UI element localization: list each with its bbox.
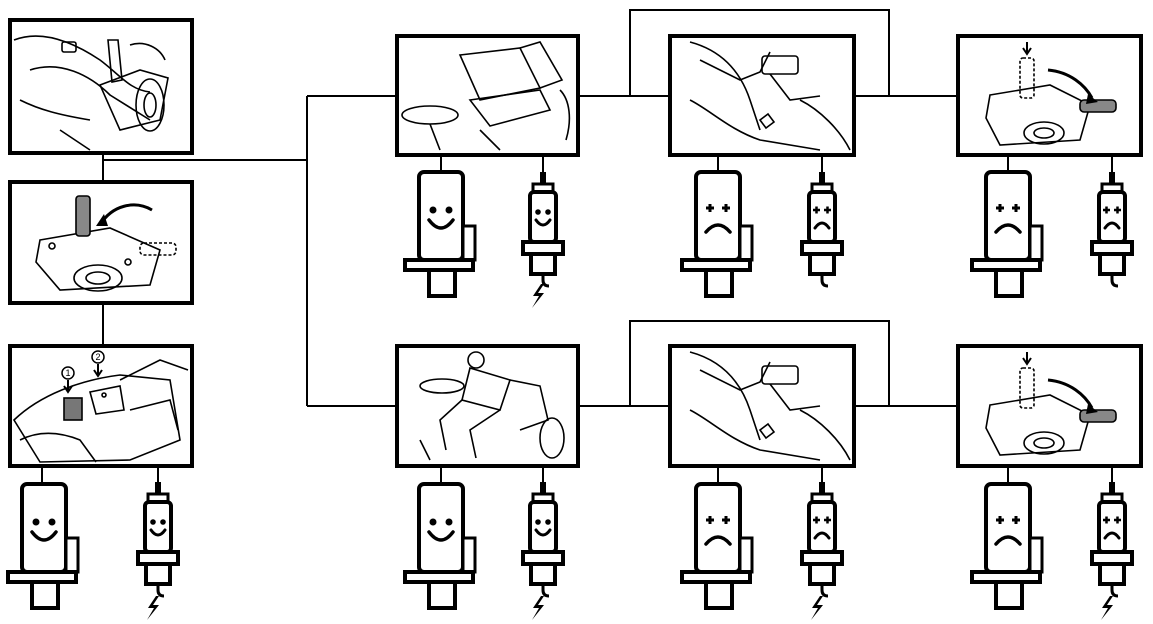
spark-plug-icon [1090,170,1134,288]
lightning-bolt-icon [811,596,823,620]
status-mower-switch-top-2 [680,480,844,620]
status-mower-switch-top-1 [680,170,844,298]
move-arrow-icon [1086,404,1098,414]
throttle-pull-2-illustration [985,367,1117,456]
spark-plug-icon [521,170,565,288]
lightning-bolt-icon [147,596,159,620]
connector-lines [41,9,1113,486]
switch-top-2-illustration [689,351,851,461]
switch-top-1-illustration [689,41,851,151]
starter-motor-icon [403,170,477,298]
spark-plug-icon [800,170,844,288]
panel-operator-seat-empty [395,34,580,157]
panel-mower-overview [8,18,194,155]
panel-mower-switch-top-1 [668,34,856,157]
starter-motor-icon [6,482,80,610]
svg-text:1: 1 [65,368,70,378]
status-operator-seated [403,480,565,620]
spark-plug-icon [800,480,844,598]
lightning-bolt-icon [1101,596,1113,620]
panel-throttle-lever-pull-2 [956,344,1143,468]
seat-empty-illustration [401,41,571,151]
mower-overview-illustration [13,35,169,151]
starter-motor-icon [970,482,1044,610]
lightning-bolt-icon [532,284,544,308]
push-down-arrow-icon [1022,352,1032,366]
panel-operator-seated [395,344,580,468]
seated-operator-illustration [419,351,565,461]
callout-2: 2 [91,350,105,378]
starter-motor-icon [680,482,754,610]
status-brake-pedal [6,480,180,620]
starter-motor-icon [680,170,754,298]
throttle-lever-back-illustration [35,195,177,292]
lightning-bolt-icon [532,596,544,620]
status-throttle-lever-pull-2 [970,480,1134,620]
panel-throttle-lever-back [8,180,194,305]
panel-throttle-lever-pull-1 [956,34,1143,157]
move-arrow-icon [96,214,108,226]
starter-motor-icon [970,170,1044,298]
panel-mower-switch-top-2 [668,344,856,468]
push-down-arrow-icon [1022,42,1032,56]
spark-plug-icon [1090,480,1134,598]
brake-pedal-illustration [12,359,189,463]
spark-plug-icon [521,480,565,598]
starter-motor-icon [403,482,477,610]
spark-plug-icon [136,480,180,598]
callout-1: 1 [61,366,75,394]
status-operator-seat-empty [403,170,565,308]
move-arrow-icon [1086,94,1098,104]
svg-text:2: 2 [95,352,100,362]
status-throttle-lever-pull-1 [970,170,1134,298]
panel-brake-pedal-controls: 1 2 [8,344,194,468]
